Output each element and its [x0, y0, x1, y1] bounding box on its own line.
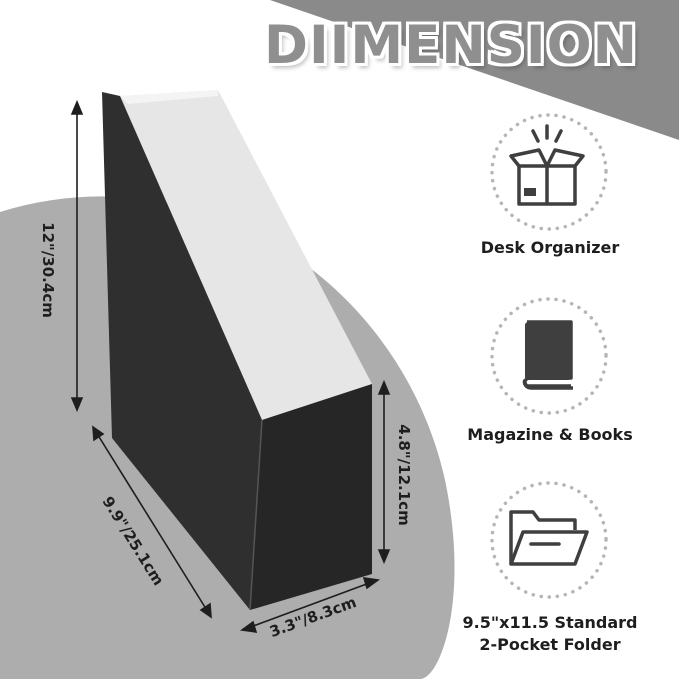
- width-arrow-head-right: [362, 577, 381, 590]
- feature-desk-organizer-label: Desk Organizer: [480, 238, 620, 257]
- dimension-arrows: [70, 99, 391, 633]
- open-box-icon: [509, 124, 585, 206]
- width-arrow: [247, 581, 373, 629]
- front-height-label: 4.8"/12.1cm: [395, 424, 413, 526]
- dotted-circle: [490, 113, 608, 231]
- feature-folder-label-line1: 9.5"x11.5 Standard: [462, 613, 638, 632]
- depth-arrow-head-bottom: [199, 602, 212, 619]
- folder-icon: [509, 510, 589, 566]
- feature-magazine-books-label: Magazine & Books: [467, 425, 633, 444]
- holder-edge-line: [249, 419, 263, 611]
- height-label: 12"/30.4cm: [39, 222, 57, 318]
- top-gray-panel: [270, 0, 679, 140]
- feature-folder-badge: [490, 481, 608, 599]
- feature-desk-organizer-badge: [490, 113, 608, 231]
- holder-inner-wall: [120, 90, 372, 420]
- width-arrow-head-left: [239, 620, 258, 633]
- holder-front-panel: [250, 384, 372, 610]
- front-height-arrow-head-top: [377, 379, 391, 395]
- page-title: DIIMENSION: [263, 15, 639, 76]
- dotted-circle: [490, 481, 608, 599]
- holder-top-rim: [120, 90, 218, 104]
- dotted-circle: [490, 297, 608, 415]
- holder-side-panel: [102, 92, 262, 610]
- feature-magazine-books-badge: [490, 297, 608, 415]
- front-height-arrow-head-bottom: [377, 549, 391, 565]
- depth-arrow-head-top: [92, 425, 105, 442]
- depth-arrow: [95, 431, 209, 613]
- height-arrow-head-top: [70, 99, 84, 115]
- height-arrow-head-bottom: [70, 397, 84, 413]
- feature-folder-label-line2: 2-Pocket Folder: [479, 635, 621, 654]
- book-icon: [522, 320, 573, 390]
